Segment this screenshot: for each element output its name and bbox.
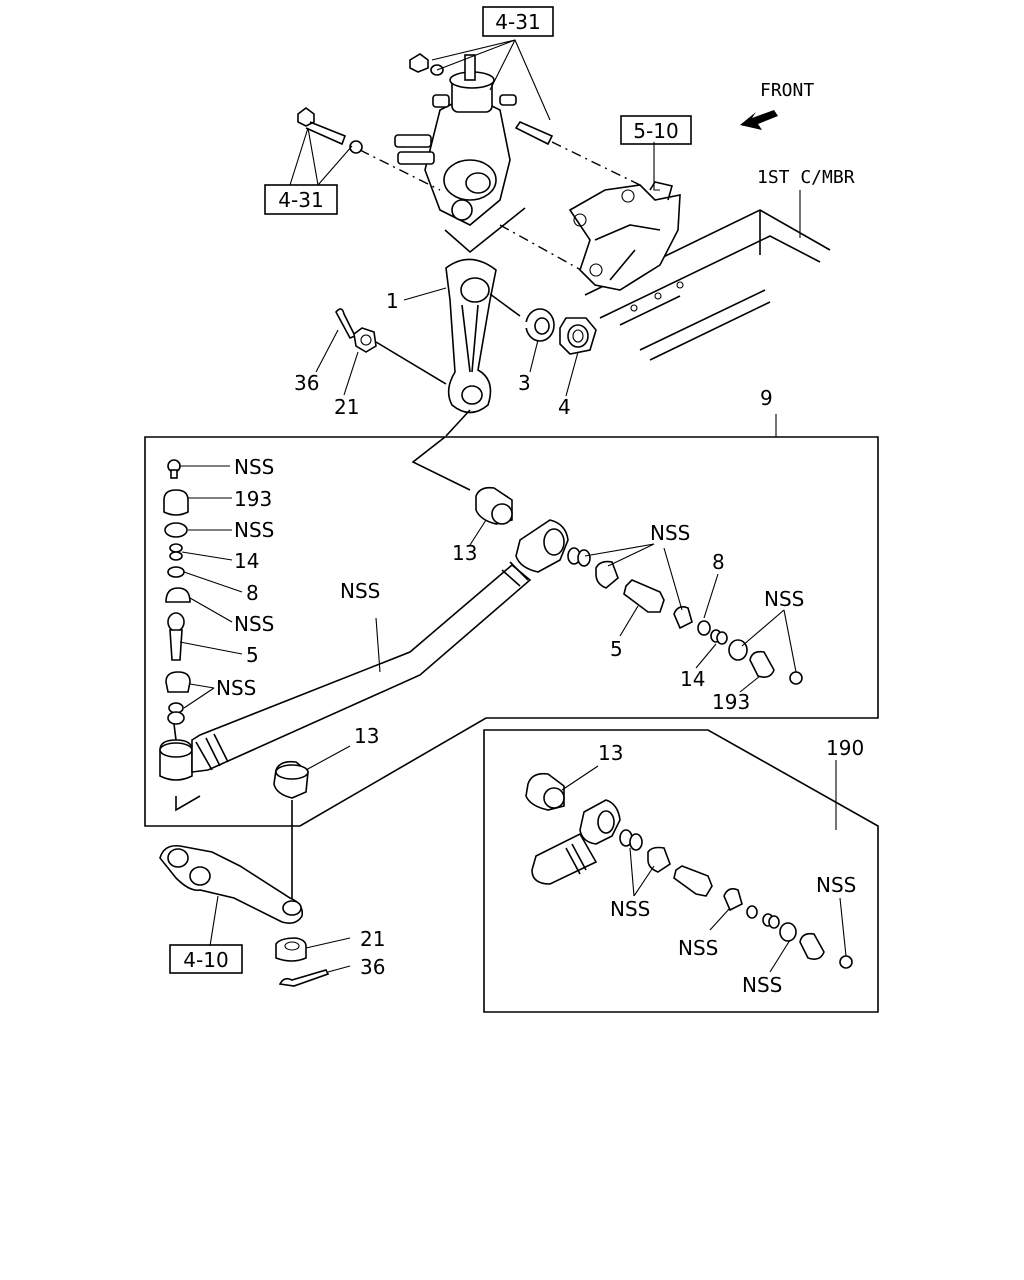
castle-nut-lower (275, 937, 307, 962)
pitman-nut (559, 317, 597, 355)
label-right-193: 193 (712, 690, 750, 714)
bushing-lower (273, 760, 309, 799)
label-left-1: 193 (234, 487, 272, 511)
pitman-arm (445, 258, 497, 414)
label-190-nss-b: NSS (678, 936, 718, 960)
idler-arm (159, 844, 304, 924)
label-left-7: NSS (216, 676, 256, 700)
label-190-bushing: 13 (598, 741, 623, 765)
right-stack-parts (567, 547, 803, 685)
ref-4-31-top-label: 4-31 (495, 10, 540, 34)
assembly-190-parts (525, 772, 853, 969)
castle-nut-upper (353, 327, 377, 353)
ref-box-4-31-left[interactable]: 4-31 (264, 184, 338, 215)
label-190-nss-d: NSS (816, 873, 856, 897)
label-left-5: NSS (234, 612, 274, 636)
label-right-5: 5 (610, 637, 623, 661)
front-label: FRONT (760, 80, 814, 101)
label-bushing-right: 13 (452, 541, 477, 565)
label-cotter-pin-upper: 36 (294, 371, 319, 395)
ref-box-4-31-top[interactable]: 4-31 (482, 6, 554, 37)
label-right-nss-2: NSS (764, 587, 804, 611)
front-arrow-icon (740, 110, 778, 130)
label-left-3: 14 (234, 549, 259, 573)
ref-box-5-10[interactable]: 5-10 (620, 115, 692, 145)
ref-box-4-10[interactable]: 4-10 (169, 944, 243, 974)
gear-box-bolt-top (409, 53, 444, 76)
label-pitman-arm: 1 (386, 289, 399, 313)
steering-gear-box (394, 54, 526, 254)
gear-box-bolt-left (297, 107, 363, 154)
crossmember-label: 1ST C/MBR (757, 167, 855, 188)
ref-5-10-label: 5-10 (633, 119, 678, 143)
label-left-0: NSS (234, 455, 274, 479)
label-castle-nut-lower: 21 (360, 927, 385, 951)
label-left-2: NSS (234, 518, 274, 542)
bushing-right (475, 486, 513, 525)
label-nut: 4 (558, 395, 571, 419)
gear-box-stud-right (514, 120, 554, 146)
label-assembly-9: 9 (760, 386, 773, 410)
label-tie-rod: NSS (340, 579, 380, 603)
ref-4-31-left-label: 4-31 (278, 188, 323, 212)
cotter-pin-lower (278, 969, 330, 987)
label-190-nss-a: NSS (610, 897, 650, 921)
label-assembly-190: 190 (826, 736, 864, 760)
lock-washer (525, 308, 555, 342)
left-socket-end (159, 723, 193, 781)
assembly-190-box (483, 729, 879, 1013)
cotter-pin-upper (335, 308, 357, 340)
label-190-nss-c: NSS (742, 973, 782, 997)
label-washer: 3 (518, 371, 531, 395)
ref-4-10-label: 4-10 (183, 948, 228, 972)
label-castle-nut-upper: 21 (334, 395, 359, 419)
label-right-nss-group: NSS (650, 521, 690, 545)
label-right-8: 8 (712, 550, 725, 574)
label-left-4: 8 (246, 581, 259, 605)
label-bushing-lower: 13 (354, 724, 379, 748)
label-right-14: 14 (680, 667, 705, 691)
gear-box-bracket (568, 181, 681, 291)
tie-rod (191, 561, 532, 773)
right-socket-end (515, 519, 569, 573)
left-stack-parts (163, 459, 191, 725)
assembly-9-box (144, 436, 879, 827)
label-cotter-pin-lower: 36 (360, 955, 385, 979)
label-left-6: 5 (246, 643, 259, 667)
